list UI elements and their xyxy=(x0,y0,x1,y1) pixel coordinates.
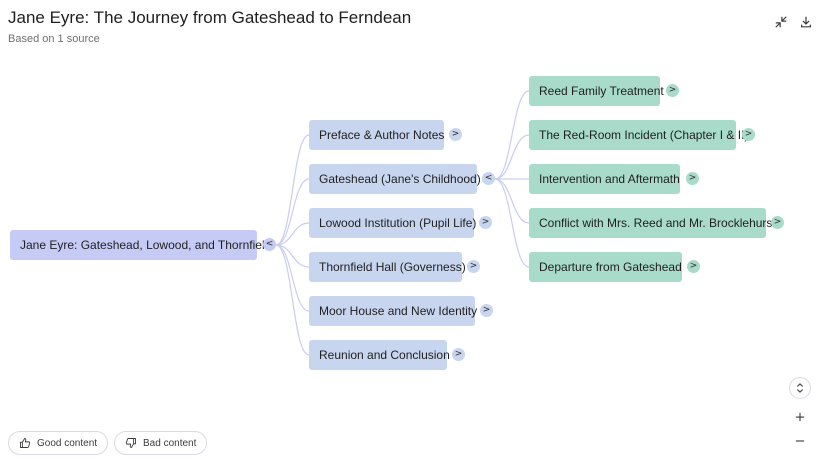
branch-preface[interactable]: Preface & Author Notes xyxy=(309,120,444,150)
thumbs-up-icon xyxy=(20,438,31,448)
unfold-icon xyxy=(796,383,804,393)
root-branch-connector-5 xyxy=(275,244,310,356)
branch-label: Preface & Author Notes xyxy=(319,128,445,142)
branch-label: Moor House and New Identity xyxy=(319,304,478,318)
zoom-out-button[interactable] xyxy=(789,430,811,452)
branch-gateshead[interactable]: Gateshead (Jane's Childhood) xyxy=(309,164,481,194)
branch-moor-house-expand-toggle[interactable]: > xyxy=(480,304,493,317)
bad-content-label: Bad content xyxy=(143,437,197,449)
download-icon xyxy=(801,16,811,28)
root-node-label: Jane Eyre: Gateshead, Lowood, and Thornf… xyxy=(20,238,272,252)
branch-thornfield[interactable]: Thornfield Hall (Governess) xyxy=(309,252,466,282)
leaf-departure-expand-toggle[interactable]: > xyxy=(687,260,700,273)
branch-gateshead-collapse-toggle[interactable]: < xyxy=(482,172,495,185)
collapse-arrows-icon xyxy=(775,16,787,28)
root-branch-connector-0 xyxy=(275,134,310,246)
good-content-button[interactable]: Good content xyxy=(8,431,109,455)
leaf-label: Departure from Gateshead xyxy=(539,260,682,274)
branch-label: Lowood Institution (Pupil Life) xyxy=(319,216,477,230)
leaf-intervention-expand-toggle[interactable]: > xyxy=(686,172,699,185)
minus-icon xyxy=(795,440,805,442)
bad-content-button[interactable]: Bad content xyxy=(114,431,208,455)
gateshead-leaf-connector-0 xyxy=(494,90,530,180)
leaf-reed-family[interactable]: Reed Family Treatment xyxy=(529,76,664,106)
gateshead-leaf-connector-1 xyxy=(494,134,530,180)
branch-reunion[interactable]: Reunion and Conclusion xyxy=(309,340,450,370)
page-title: Jane Eyre: The Journey from Gateshead to… xyxy=(8,8,412,27)
branch-label: Thornfield Hall (Governess) xyxy=(319,260,466,274)
root-branch-connector-2 xyxy=(275,222,310,246)
gateshead-leaf-connector-3 xyxy=(494,178,530,224)
branch-label: Reunion and Conclusion xyxy=(319,348,450,362)
leaf-label: Reed Family Treatment xyxy=(539,84,664,98)
zoom-in-button[interactable] xyxy=(789,406,811,428)
leaf-label: Intervention and Aftermath xyxy=(539,172,680,186)
branch-preface-expand-toggle[interactable]: > xyxy=(449,128,462,141)
thumbs-down-icon xyxy=(125,438,136,448)
branch-lowood-expand-toggle[interactable]: > xyxy=(479,216,492,229)
source-count: Based on 1 source xyxy=(8,33,100,45)
root-branch-connector-1 xyxy=(275,178,310,246)
leaf-red-room[interactable]: The Red-Room Incident (Chapter I & II) xyxy=(529,120,748,150)
leaf-reed-family-expand-toggle[interactable]: > xyxy=(666,84,679,97)
leaf-intervention[interactable]: Intervention and Aftermath xyxy=(529,164,680,194)
collapse-view-button[interactable] xyxy=(771,12,791,32)
leaf-conflict[interactable]: Conflict with Mrs. Reed and Mr. Brockleh… xyxy=(529,208,776,238)
root-collapse-toggle[interactable]: < xyxy=(263,238,276,251)
plus-icon xyxy=(795,412,805,422)
leaf-conflict-expand-toggle[interactable]: > xyxy=(771,216,784,229)
root-node[interactable]: Jane Eyre: Gateshead, Lowood, and Thornf… xyxy=(10,230,271,260)
root-branch-connector-4 xyxy=(275,244,310,312)
expand-collapse-all-button[interactable] xyxy=(789,377,811,399)
download-button[interactable] xyxy=(796,12,816,32)
branch-reunion-expand-toggle[interactable]: > xyxy=(452,348,465,361)
good-content-label: Good content xyxy=(37,437,98,449)
gateshead-leaf-connector-4 xyxy=(494,178,530,268)
leaf-red-room-expand-toggle[interactable]: > xyxy=(742,128,755,141)
leaf-label: Conflict with Mrs. Reed and Mr. Brockleh… xyxy=(539,216,776,230)
leaf-label: The Red-Room Incident (Chapter I & II) xyxy=(539,128,749,142)
branch-moor-house[interactable]: Moor House and New Identity xyxy=(309,296,478,326)
branch-thornfield-expand-toggle[interactable]: > xyxy=(467,260,480,273)
branch-lowood[interactable]: Lowood Institution (Pupil Life) xyxy=(309,208,477,238)
leaf-departure[interactable]: Departure from Gateshead xyxy=(529,252,682,282)
branch-label: Gateshead (Jane's Childhood) xyxy=(319,172,481,186)
root-branch-connector-3 xyxy=(275,244,310,268)
